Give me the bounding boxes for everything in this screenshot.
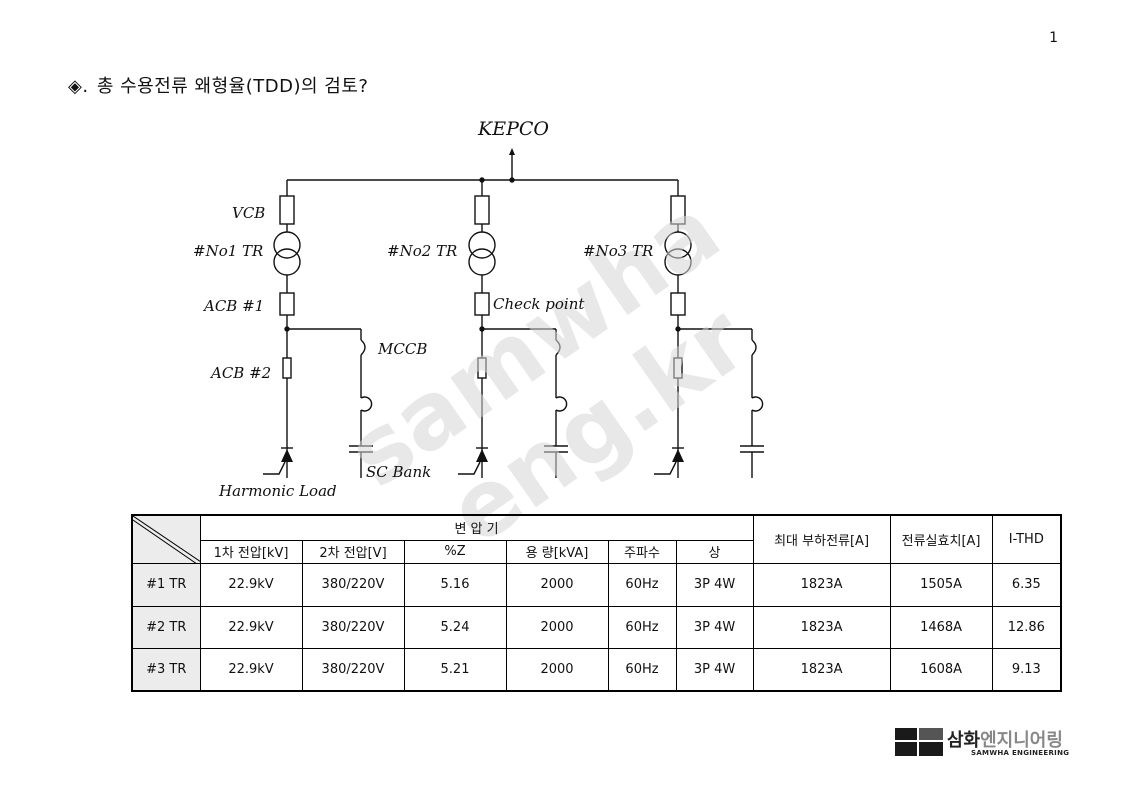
max-load-header: 최대 부하전류[A] (752, 514, 891, 565)
table-cell: 22.9kV (199, 563, 303, 607)
acb2-label: ACB #2 (209, 364, 271, 382)
row-label: #3 TR (131, 647, 201, 692)
logo-english: SAMWHA ENGINEERING (971, 749, 1070, 757)
table-cell: 1823A (752, 563, 891, 607)
logo-main: 삼화 (947, 730, 981, 751)
row-label: #2 TR (131, 605, 201, 649)
table-cell: 1608A (889, 647, 993, 692)
tr2-label: #No2 TR (387, 242, 457, 260)
table-cell: 1823A (752, 647, 891, 692)
table-cell: 3P 4W (675, 605, 754, 649)
rms-current-header: 전류실효치[A] (889, 514, 993, 565)
acb1-label: ACB #1 (202, 297, 264, 315)
table-cell: 380/220V (301, 605, 405, 649)
table-row: #1 TR 22.9kV 380/220V 5.16 2000 60Hz 3P … (131, 563, 1062, 607)
harmonic-load-label: Harmonic Load (218, 482, 337, 500)
table-cell: 60Hz (607, 605, 677, 649)
primary-voltage-header: 1차 전압[kV] (199, 539, 303, 565)
vcb-label: VCB (232, 204, 265, 222)
capacity-header: 용 량[kVA] (505, 539, 609, 565)
phase-header: 상 (675, 539, 754, 565)
logo-blocks-icon (895, 728, 943, 756)
table-cell: 60Hz (607, 563, 677, 607)
logo-name: 삼화엔지니어링 (947, 726, 1063, 752)
table-cell: 1468A (889, 605, 993, 649)
table-cell: 60Hz (607, 647, 677, 692)
table-cell: 380/220V (301, 647, 405, 692)
mccb-label: MCCB (377, 340, 427, 358)
table-cell: 22.9kV (199, 605, 303, 649)
transformer-spec-table: 변 압 기 최대 부하전류[A] 전류실효치[A] I-THD 1차 전압[kV… (131, 514, 1063, 692)
table-cell: 9.13 (991, 647, 1062, 692)
table-cell: 3P 4W (675, 647, 754, 692)
table-cell: 5.24 (403, 605, 507, 649)
logo-sub: 엔지니어링 (980, 730, 1063, 751)
diagonal-lines-icon (133, 516, 201, 564)
table-cell: 22.9kV (199, 647, 303, 692)
table-row: #2 TR 22.9kV 380/220V 5.24 2000 60Hz 3P … (131, 605, 1062, 649)
page-heading: ◈. 총 수용전류 왜형율(TDD)의 검토? (68, 72, 368, 98)
company-logo: 삼화엔지니어링 SAMWHA ENGINEERING (895, 726, 1069, 758)
table-cell: 12.86 (991, 605, 1062, 649)
impedance-header: %Z (403, 539, 507, 565)
feeder-2 (458, 180, 568, 478)
diamond-bullet-icon: ◈. (68, 76, 89, 97)
check-point-label: Check point (493, 295, 585, 313)
table-cell: 1823A (752, 605, 891, 649)
tr3-label: #No3 TR (583, 242, 653, 260)
heading-text: 총 수용전류 왜형율(TDD)의 검토? (96, 76, 369, 97)
secondary-voltage-header: 2차 전압[V] (301, 539, 405, 565)
table-cell: 2000 (505, 563, 609, 607)
page-number: 1 (1049, 30, 1058, 46)
feeder-1 (263, 180, 373, 478)
corner-diagonal-cell (131, 514, 201, 565)
table-cell: 5.16 (403, 563, 507, 607)
frequency-header: 주파수 (607, 539, 677, 565)
row-label: #1 TR (131, 563, 201, 607)
ithd-header: I-THD (991, 514, 1062, 565)
table-cell: 2000 (505, 605, 609, 649)
transformer-group-header: 변 압 기 (199, 514, 754, 541)
table-row: #3 TR 22.9kV 380/220V 5.21 2000 60Hz 3P … (131, 647, 1062, 692)
table-cell: 380/220V (301, 563, 405, 607)
table-cell: 6.35 (991, 563, 1062, 607)
table-cell: 1505A (889, 563, 993, 607)
feeder-3 (654, 180, 764, 478)
source-label: KEPCO (477, 118, 549, 140)
table-cell: 3P 4W (675, 563, 754, 607)
table-cell: 5.21 (403, 647, 507, 692)
sc-bank-label: SC Bank (366, 463, 431, 481)
tr1-label: #No1 TR (193, 242, 263, 260)
table-cell: 2000 (505, 647, 609, 692)
